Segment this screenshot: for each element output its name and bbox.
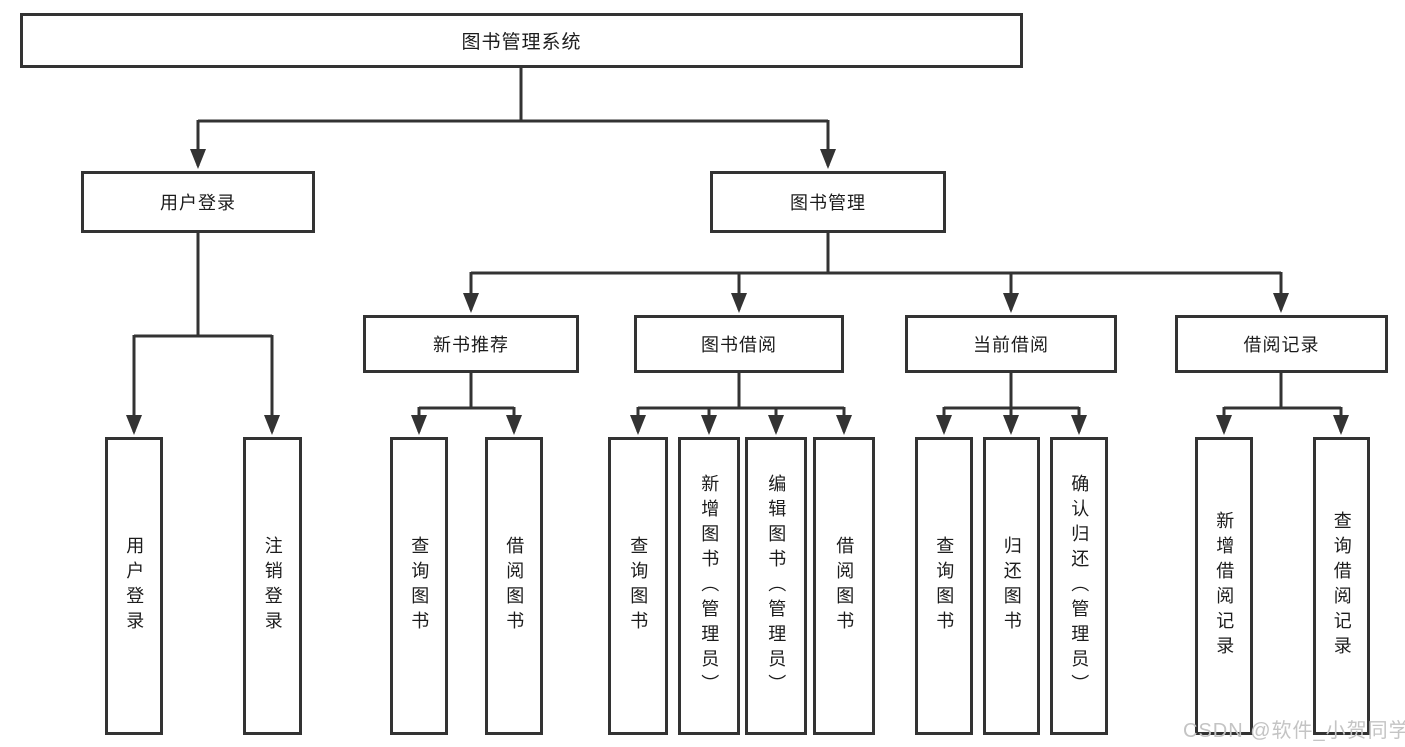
leaf-label: 用户登录: [124, 536, 145, 636]
leaf-label: 编辑图书（管理员）: [766, 473, 787, 699]
node-label: 图书管理: [790, 193, 866, 213]
leaf-label: 查询图书: [934, 536, 955, 636]
leaf-confirm-return-admin: 确认归还（管理员）: [1050, 437, 1108, 735]
leaf-label: 新增图书（管理员）: [699, 473, 720, 699]
node-new-book-recommend: 新书推荐: [363, 315, 579, 373]
spine-new-book: [419, 373, 514, 410]
spine-book-management: [471, 233, 1281, 275]
node-user-login: 用户登录: [81, 171, 315, 233]
node-label: 借阅记录: [1243, 335, 1320, 355]
leaf-user-login: 用户登录: [105, 437, 163, 735]
node-label: 当前借阅: [973, 335, 1049, 355]
leaf-label: 归还图书: [1001, 536, 1022, 636]
node-label: 用户登录: [160, 193, 236, 213]
leaf-borrow-books: 借阅图书: [813, 437, 875, 735]
leaf-label: 新增借阅记录: [1214, 511, 1235, 661]
node-root-system: 图书管理系统: [20, 13, 1023, 68]
leaf-label: 确认归还（管理员）: [1069, 473, 1090, 699]
node-label: 图书借阅: [701, 335, 777, 355]
spine-borrow-records: [1224, 373, 1341, 410]
spine-book-borrow: [638, 373, 844, 410]
spine-user-login: [134, 233, 272, 338]
node-book-management: 图书管理: [710, 171, 946, 233]
leaf-query-borrow-record: 查询借阅记录: [1313, 437, 1370, 735]
leaf-query-books-current: 查询图书: [915, 437, 973, 735]
node-label: 新书推荐: [433, 335, 509, 355]
node-borrow-records: 借阅记录: [1175, 315, 1388, 373]
leaf-label: 注销登录: [262, 536, 283, 636]
leaf-label: 查询图书: [628, 536, 649, 636]
node-book-borrow: 图书借阅: [634, 315, 844, 373]
leaf-return-books: 归还图书: [983, 437, 1040, 735]
leaf-logout: 注销登录: [243, 437, 302, 735]
leaf-label: 查询图书: [409, 536, 430, 636]
leaf-label: 借阅图书: [834, 536, 855, 636]
node-label: 图书管理系统: [461, 32, 582, 53]
leaf-add-borrow-record: 新增借阅记录: [1195, 437, 1253, 735]
node-current-borrow: 当前借阅: [905, 315, 1117, 373]
spine-root: [198, 68, 828, 123]
leaf-borrow-books-new: 借阅图书: [485, 437, 543, 735]
leaf-query-books-new: 查询图书: [390, 437, 448, 735]
leaf-add-books-admin: 新增图书（管理员）: [678, 437, 740, 735]
leaf-label: 借阅图书: [504, 536, 525, 636]
csdn-watermark: CSDN @软件_小贺同学: [1183, 720, 1405, 742]
spine-current-borrow: [944, 373, 1079, 410]
leaf-edit-books-admin: 编辑图书（管理员）: [745, 437, 807, 735]
leaf-query-books-borrow: 查询图书: [608, 437, 668, 735]
leaf-label: 查询借阅记录: [1331, 511, 1352, 661]
